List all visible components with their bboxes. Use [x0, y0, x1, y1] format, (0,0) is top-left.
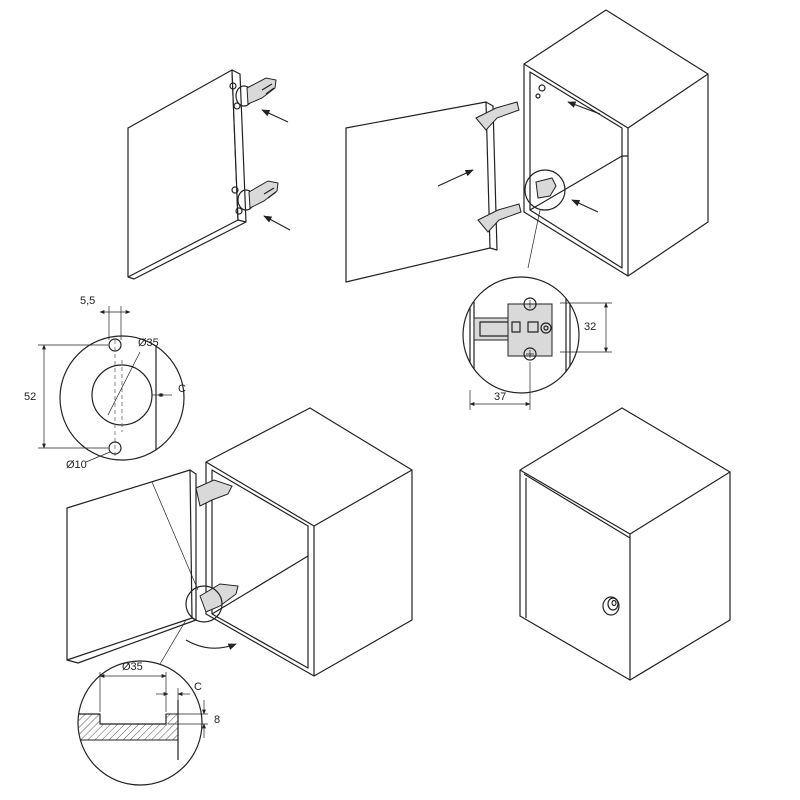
door-hinge-lower — [477, 203, 522, 233]
step2-cabinet-mounting — [345, 9, 709, 283]
drill-depth-label: 8 — [214, 714, 220, 726]
cup-diameter-label: Ø35 — [138, 337, 159, 349]
mounting-plate-detail: 32 37 — [462, 276, 612, 410]
plate-arrow-lower — [571, 199, 599, 213]
open-hinge-lower — [199, 583, 239, 613]
section-detail: Ø35 C 8 — [77, 660, 220, 786]
open-hinge-upper — [195, 479, 233, 507]
plate-height-label: 32 — [584, 321, 596, 333]
screw-diameter-label: Ø10 — [66, 459, 87, 471]
step4-closed-cabinet — [519, 407, 731, 681]
plate-width-label: 37 — [494, 391, 506, 403]
door-arrow — [437, 169, 474, 187]
hole-spacing-label: 52 — [24, 391, 36, 403]
hole-offset-label: 5,5 — [80, 295, 95, 307]
step1-door-assembly — [127, 69, 291, 280]
drilling-detail: 5,5 52 Ø35 C Ø10 — [24, 295, 186, 471]
hinge-lower — [231, 180, 279, 215]
plate-arrow-upper — [567, 101, 601, 115]
section-diameter-label: Ø35 — [122, 661, 143, 673]
section-edge-label: C — [194, 681, 202, 693]
swing-arrow — [185, 639, 237, 650]
detail-callout-circle — [524, 169, 566, 211]
hinge-upper — [229, 77, 277, 110]
edge-distance-label: C — [178, 383, 186, 395]
door-hinge-upper — [475, 101, 520, 131]
insert-arrow-upper — [261, 109, 289, 123]
insert-arrow-lower — [263, 215, 291, 231]
step3-open-cabinet — [66, 407, 413, 677]
door-knob — [602, 596, 620, 616]
section-callout-circle — [185, 585, 223, 623]
cabinet-plate-upper — [535, 84, 546, 99]
